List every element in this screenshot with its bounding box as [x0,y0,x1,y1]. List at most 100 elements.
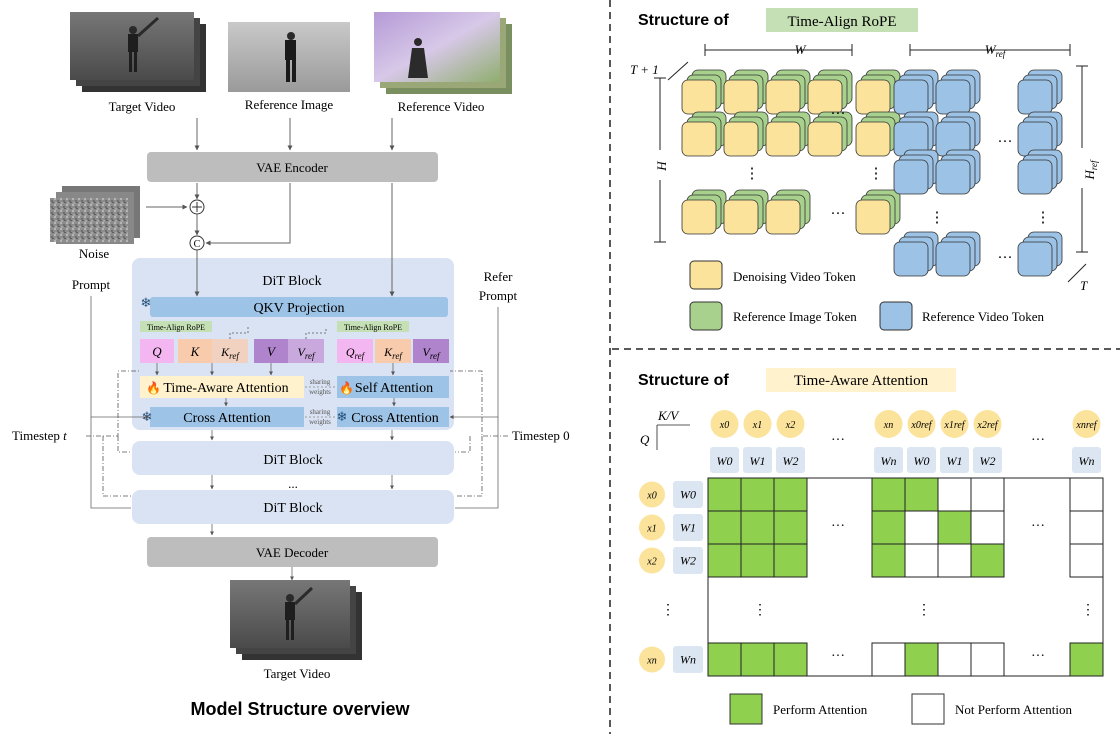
cross-attention-right-label: Cross Attention [351,411,439,426]
svg-text:Wref: Wref [985,42,1007,59]
ellipsis: ⋮ [753,603,767,618]
svg-text:DiT Block: DiT Block [263,453,322,468]
frozen-snowflake-icon: ❄ [141,295,152,310]
row-token-badge [639,481,665,508]
dit-block-2 [132,441,454,475]
svg-text:Time-Align RoPE: Time-Align RoPE [344,323,402,332]
time-aware-attention-box [140,376,304,398]
svg-text:···: ··· [998,134,1013,150]
attention-cell-on [871,543,906,578]
attention-cell-on [937,510,972,545]
q-axis-label: Q [640,432,650,447]
attention-cell-on [707,477,742,512]
col-token-badge [940,410,969,438]
legend-ref-video-swatch [879,301,913,331]
reference-video-thumbnail [374,12,512,94]
attention-cell-off [970,477,1005,512]
reference-image-label: Reference Image [245,97,334,112]
svg-text:⋮: ⋮ [869,166,884,182]
attention-cell-off [937,477,972,512]
token-cube [681,199,717,235]
token-cube [765,79,801,115]
target-video-thumbnail [70,12,206,92]
col-token-badge [743,410,772,438]
token-cube [723,199,759,235]
attention-cell-on [904,642,939,677]
row-weight-badge [673,646,703,673]
vae-encoder-box [147,152,438,182]
token-cube [681,79,717,115]
col-token-badge [710,410,739,438]
attention-cell-on [871,510,906,545]
attention-cell-on [773,510,808,545]
output-video-thumbnail [230,580,362,660]
col-weight-badge [973,447,1002,473]
t-label: T [1080,278,1088,293]
col-token-label: xnref [1075,420,1097,431]
svg-text:V: V [267,344,277,359]
attention-cell-off [1069,510,1104,545]
time-align-rope-tag-right [337,321,409,332]
frozen-snowflake-icon-3: ❄ [337,409,348,424]
attention-cell-on [707,543,742,578]
svg-text:Time-Align RoPE: Time-Align RoPE [147,323,205,332]
col-token-label: x2ref [976,420,998,431]
token-cube [935,241,971,277]
col-token-label: x0 [719,420,729,431]
token-cube [1017,159,1053,195]
sharing-weights-label-2: sharing [310,408,331,416]
col-token-label: x0ref [910,420,932,431]
refer-label: Refer [484,269,514,284]
token-cube [893,241,929,277]
attention-cell-off [871,642,906,677]
col-weight-badge [907,447,936,473]
row-token-badge [639,514,665,541]
sharing-weights-label-1: sharing [310,378,331,386]
kv-axis-label: K/V [657,408,680,423]
svg-text:···: ··· [831,106,846,122]
row-weight-badge [673,481,703,508]
attention-cell-on [740,543,775,578]
col-token-badge [874,410,903,438]
row-token-badge [639,646,665,673]
attention-cell-off [937,543,972,578]
dit-block-3 [132,490,454,524]
token-cube [935,159,971,195]
legend-denoising-label: Denoising Video Token [733,269,856,284]
row-token-badge [639,547,665,574]
token-k: K [178,339,212,363]
time-aware-attention-label: Time-Aware Attention [163,381,288,396]
vae-decoder-box [147,537,438,567]
vae-encoder-label: VAE Encoder [256,160,328,175]
frozen-snowflake-icon-2: ❄ [142,409,153,424]
trainable-fire-icon: 🔥 [146,381,161,395]
attention-cell-on [740,642,775,677]
token-v: V [254,339,288,363]
attention-cell-on [740,510,775,545]
attention-cell-off [1069,543,1104,578]
token-q: Q [140,339,174,363]
legend-ref-video-label: Reference Video Token [922,309,1045,324]
row-weight-badge [673,547,703,574]
attention-cell-on [707,642,742,677]
vae-decoder-label: VAE Decoder [256,545,329,560]
row-token-label: x2 [646,557,656,568]
self-attention-box [337,376,449,398]
prompt-label: Prompt [72,277,111,292]
attention-cell-on [904,477,939,512]
cross-attention-left-label: Cross Attention [183,411,271,426]
taa-title-highlight: Time-Aware Attention [794,373,929,389]
row-weight-label: W1 [680,521,696,535]
token-cube [855,121,891,157]
token-cube [681,121,717,157]
ellipsis: ⋮ [661,603,675,618]
svg-text:K: K [190,344,201,359]
dit-block-title: DiT Block [262,274,321,289]
svg-text:weights: weights [309,418,331,426]
qkv-projection-label: QKV Projection [253,301,344,316]
col-weight-label: W2 [980,454,996,468]
legend-perform-swatch [729,693,763,725]
col-weight-label: W0 [717,454,733,468]
token-v-ref: Vref [288,339,324,363]
